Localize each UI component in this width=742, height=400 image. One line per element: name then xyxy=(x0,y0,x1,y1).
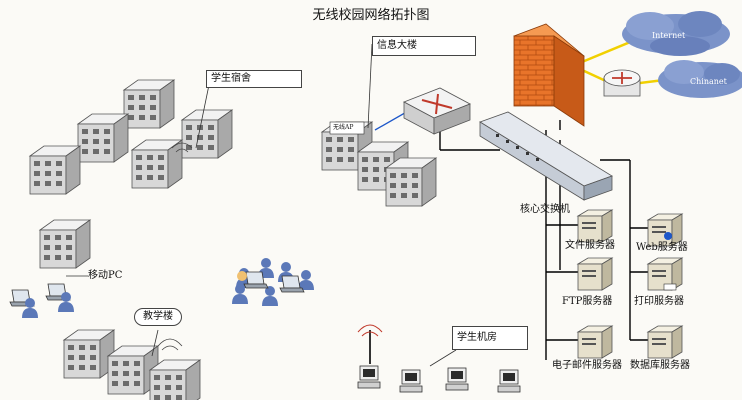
internet-cloud-icon xyxy=(622,11,730,56)
diagram-title: 无线校园网络拓扑图 xyxy=(312,8,430,23)
wireless-ap-tag xyxy=(329,121,365,135)
edge-router-icon xyxy=(603,69,641,97)
lab-computers-icon xyxy=(357,365,521,393)
info-building-icon xyxy=(321,121,437,207)
lab-callout: 学生机房 xyxy=(452,326,528,350)
lab-antenna-icon xyxy=(357,324,383,364)
mobile-pc-label: 移动PC xyxy=(88,270,123,281)
info-building-pointer xyxy=(367,43,373,129)
laptop-icon xyxy=(9,283,71,307)
info-building-callout: 信息大楼 xyxy=(372,36,476,56)
teaching-building-icon xyxy=(63,329,201,400)
db-server-icon xyxy=(647,325,683,359)
mail-server-label: 电子邮件服务器 xyxy=(552,360,622,371)
user-avatar-icon xyxy=(237,271,247,281)
ftp-server-label: FTP服务器 xyxy=(562,296,613,307)
dorm-wifi-icon xyxy=(171,142,193,153)
file-server-icon xyxy=(577,209,613,243)
core-switch-label: 核心交换机 xyxy=(520,204,570,215)
print-server-label: 打印服务器 xyxy=(634,296,684,307)
ftp-server-icon xyxy=(577,257,613,291)
firewall-icon xyxy=(513,23,585,127)
dorm-callout: 学生宿舍 xyxy=(206,70,302,88)
web-server-label: Web服务器 xyxy=(636,242,688,253)
router-icon xyxy=(403,87,471,135)
dorm-pointer xyxy=(195,79,211,149)
mobile-pc-building-icon xyxy=(39,219,91,269)
teaching-pointer xyxy=(151,329,159,357)
teaching-wifi-icon xyxy=(157,338,183,351)
wireless-ap-label: 无线AP xyxy=(333,124,354,131)
internet-label: Internet xyxy=(652,31,686,40)
web-server-icon xyxy=(647,213,683,247)
dormitory-buildings-icon xyxy=(29,79,233,195)
teaching-callout: 教学楼 xyxy=(134,308,182,326)
core-switch-icon xyxy=(479,111,613,201)
db-server-label: 数据库服务器 xyxy=(630,360,690,371)
chinanet-label: Chinanet xyxy=(690,77,727,86)
chinanet-cloud-icon xyxy=(658,60,742,98)
wireless-users-icon xyxy=(232,258,314,306)
file-server-label: 文件服务器 xyxy=(565,240,615,251)
lab-pointer xyxy=(429,349,457,367)
print-server-icon xyxy=(647,257,683,291)
mail-server-icon xyxy=(577,325,613,359)
